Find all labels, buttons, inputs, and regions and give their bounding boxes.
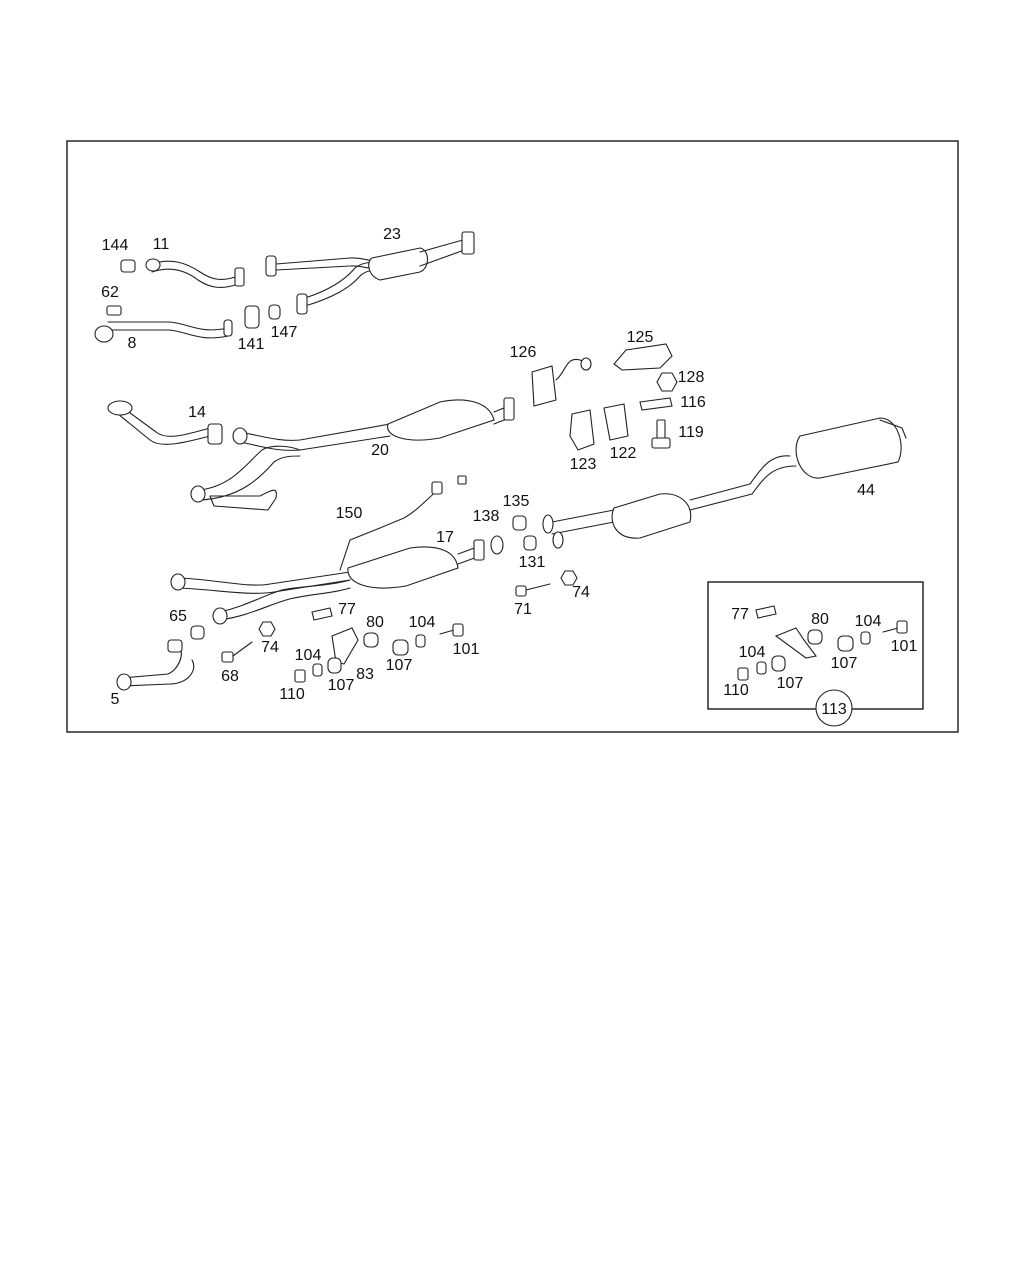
callout-label: 122 <box>610 445 637 462</box>
part-8-pipe <box>94 319 233 343</box>
callout-label: 23 <box>383 226 401 243</box>
inset-part-107-lower <box>771 655 786 672</box>
callout-label: 107 <box>386 657 413 674</box>
callout-label: 17 <box>436 529 454 546</box>
part-74-nut-lower <box>258 621 276 637</box>
part-77-clip <box>311 607 333 621</box>
part-150-oxygen-sensor <box>339 475 467 571</box>
callout-label: 135 <box>503 493 530 510</box>
callout-label: 138 <box>473 508 500 525</box>
part-74-nut <box>560 570 578 586</box>
callout-label: 74 <box>261 639 279 656</box>
inset-label: 104 <box>855 613 882 630</box>
inset-part-107 <box>837 635 854 652</box>
callout-label: 131 <box>519 554 546 571</box>
inset-label: 80 <box>811 611 829 628</box>
part-128-nut <box>656 372 678 392</box>
callout-label: 68 <box>221 668 239 685</box>
part-5-pipe <box>116 639 195 691</box>
part-147-ring <box>268 304 281 320</box>
part-80-rubber <box>363 632 379 648</box>
callout-label: 5 <box>111 691 120 708</box>
center-muffler <box>542 493 692 549</box>
callout-label: 128 <box>678 369 705 386</box>
part-11-front-pipe <box>145 258 245 289</box>
part-65-ring <box>190 625 205 640</box>
part-68-bolt <box>221 641 253 663</box>
inset-label: 77 <box>731 606 749 623</box>
inset-part-110 <box>737 667 749 681</box>
part-144-gasket <box>120 259 136 273</box>
part-101-bolt <box>439 623 464 637</box>
part-141-gasket <box>244 305 260 329</box>
callout-label: 20 <box>371 442 389 459</box>
part-131-ring <box>523 535 537 551</box>
callout-label: 74 <box>572 584 590 601</box>
inset-badge-label: 113 <box>821 701 847 718</box>
inset-label: 104 <box>739 644 766 661</box>
part-123-rubber-mount <box>569 409 595 451</box>
callout-label: 144 <box>102 237 129 254</box>
callout-label: 11 <box>153 236 170 253</box>
part-62-bolt <box>106 305 122 316</box>
inset-part-101 <box>882 620 908 634</box>
part-14-pipe <box>107 400 223 445</box>
inset-labels: 77 80 104 101 104 107 110 107 <box>723 606 917 699</box>
callout-label: 44 <box>857 482 875 499</box>
callout-label: 104 <box>295 647 322 664</box>
callout-label: 104 <box>409 614 436 631</box>
inset-label: 101 <box>891 638 918 655</box>
callout-label: 83 <box>356 666 374 683</box>
inset-bracket <box>774 627 817 659</box>
part-110-nut <box>294 669 306 683</box>
callout-label: 62 <box>101 284 119 301</box>
callout-label: 14 <box>188 404 206 421</box>
callout-labels: 144 11 23 62 8 141 147 126 125 128 116 1… <box>101 226 875 708</box>
callout-label: 101 <box>453 641 480 658</box>
inset-part-77 <box>755 605 777 619</box>
part-122-rubber-mount <box>603 403 629 441</box>
part-138-gasket <box>490 535 504 555</box>
inset-label: 110 <box>723 682 749 699</box>
callout-label: 126 <box>510 344 537 361</box>
callout-label: 77 <box>338 601 356 618</box>
callout-label: 123 <box>570 456 597 473</box>
inset-label: 107 <box>777 675 804 692</box>
callout-label: 119 <box>678 424 704 441</box>
inset-part-80 <box>807 629 823 645</box>
part-125-bracket <box>613 343 673 371</box>
callout-label: 125 <box>627 329 654 346</box>
part-44-rear-muffler <box>689 417 907 511</box>
inset-part-104 <box>860 631 871 645</box>
callout-label: 8 <box>128 335 137 352</box>
callout-label: 110 <box>279 686 305 703</box>
inset-part-104-lower <box>756 661 767 675</box>
part-126-hanger <box>531 357 592 407</box>
part-104-washer <box>415 634 426 648</box>
callout-label: 150 <box>336 505 363 522</box>
callout-label: 147 <box>271 324 298 341</box>
inset-badge-circle <box>815 689 853 727</box>
callout-label: 80 <box>366 614 384 631</box>
inset-label: 107 <box>831 655 858 672</box>
callout-label: 71 <box>514 601 532 618</box>
part-116-plate <box>639 397 673 411</box>
part-107-rubber-lower <box>327 657 342 674</box>
part-17-catalytic-converter <box>170 539 485 625</box>
diagram-frame <box>66 140 959 733</box>
callout-label: 116 <box>680 394 706 411</box>
part-107-rubber <box>392 639 409 656</box>
callout-label: 65 <box>169 608 187 625</box>
part-71-bolt <box>515 583 551 597</box>
part-119-bolt <box>651 419 671 449</box>
part-23-catalytic-converter <box>265 231 475 315</box>
part-20-catalytic-converter <box>190 397 515 511</box>
part-104-washer-lower <box>312 663 323 677</box>
callout-label: 141 <box>238 336 265 353</box>
callout-label: 107 <box>328 677 355 694</box>
part-135-ring <box>512 515 527 531</box>
inset-hardware-kit: 113 <box>707 581 924 727</box>
